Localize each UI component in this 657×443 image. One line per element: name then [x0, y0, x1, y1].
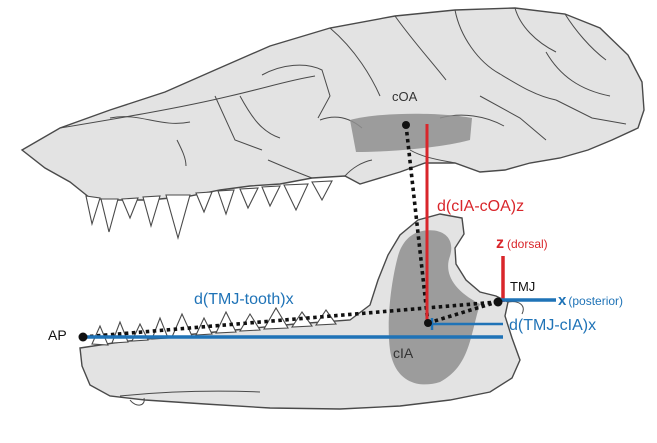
- x-axis-direction: (posterior): [568, 294, 623, 308]
- coa-point: [402, 121, 410, 129]
- ap-label: AP: [48, 327, 67, 343]
- cia-point: [424, 319, 432, 327]
- x-axis-letter: x: [558, 292, 567, 309]
- tmj-label: TMJ: [510, 279, 535, 294]
- cia-label: cIA: [393, 345, 414, 361]
- z-axis-letter: z: [496, 235, 504, 252]
- d-cia-coa-z-label: d(cIA-cOA)z: [437, 198, 524, 215]
- coa-label: cOA: [392, 89, 418, 104]
- mandible: [80, 214, 523, 409]
- z-axis-direction: (dorsal): [507, 237, 548, 251]
- cranium-outline: [22, 8, 644, 200]
- z-axis-label: z(dorsal): [496, 235, 548, 252]
- d-tmj-tooth-x-label: d(TMJ-tooth)x: [194, 291, 294, 308]
- cranium: [22, 8, 644, 238]
- x-axis-label: x(posterior): [558, 292, 623, 309]
- ap-point: [79, 333, 88, 342]
- d-tmj-cia-x-label: d(TMJ-cIA)x: [509, 317, 596, 334]
- tmj-point: [494, 298, 503, 307]
